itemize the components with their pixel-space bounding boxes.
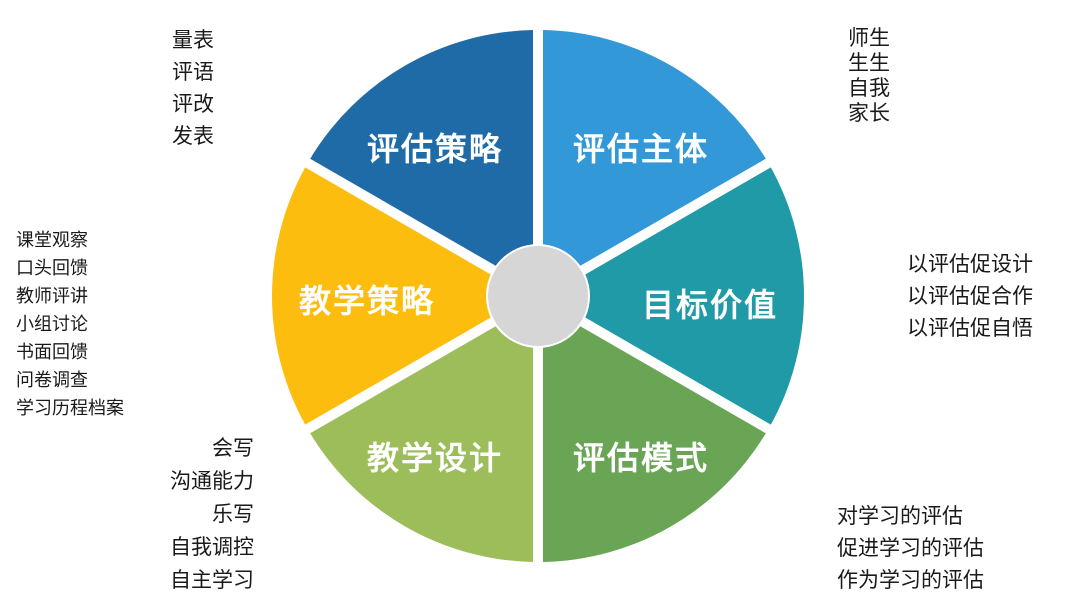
segment-label-evaluation-subject: 评估主体 xyxy=(573,130,709,168)
list-item: 教师评讲 xyxy=(16,286,88,307)
segment-label-evaluation-mode: 评估模式 xyxy=(573,439,709,477)
list-item: 家长 xyxy=(848,101,890,125)
list-item: 以评估促设计 xyxy=(907,252,1033,276)
list-item: 会写 xyxy=(212,436,254,460)
list-item: 对学习的评估 xyxy=(837,504,963,528)
list-item: 小组讨论 xyxy=(16,314,88,335)
segment-evaluation-subject xyxy=(542,30,766,266)
wheel-center-circle xyxy=(488,246,588,346)
list-item: 学习历程档案 xyxy=(16,398,124,419)
list-item: 口头回馈 xyxy=(16,258,88,279)
list-item: 作为学习的评估 xyxy=(837,568,984,592)
segment-teaching-strategy xyxy=(272,167,491,425)
teaching-design-list: 会写 沟通能力 乐写 自我调控 自主学习 xyxy=(170,432,254,597)
segment-goal-value xyxy=(585,167,804,425)
list-item: 以评估促合作 xyxy=(907,284,1033,308)
list-item: 促进学习的评估 xyxy=(837,536,984,560)
segment-teaching-design xyxy=(310,326,534,562)
list-item: 师生 xyxy=(848,26,890,50)
evaluation-subject-list: 师生 生生 自我 家长 xyxy=(848,26,890,126)
list-item: 书面回馈 xyxy=(16,342,88,363)
segment-evaluation-mode xyxy=(542,326,766,562)
list-item: 评语 xyxy=(172,60,214,84)
segment-label-teaching-design: 教学设计 xyxy=(367,439,503,477)
list-item: 沟通能力 xyxy=(170,469,254,493)
list-item: 自我调控 xyxy=(170,535,254,559)
goal-value-list: 以评估促设计 以评估促合作 以评估促自悟 xyxy=(907,248,1033,344)
list-item: 自主学习 xyxy=(170,568,254,592)
list-item: 课堂观察 xyxy=(16,230,88,251)
segment-label-teaching-strategy: 教学策略 xyxy=(299,282,435,320)
segment-label-goal-value: 目标价值 xyxy=(642,286,778,324)
list-item: 问卷调查 xyxy=(16,370,88,391)
evaluation-strategy-list: 量表 评语 评改 发表 xyxy=(172,24,214,152)
segment-label-evaluation-strategy: 评估策略 xyxy=(367,130,503,168)
list-item: 生生 xyxy=(848,51,890,75)
list-item: 自我 xyxy=(848,76,890,100)
list-item: 评改 xyxy=(172,92,214,116)
list-item: 发表 xyxy=(172,124,214,148)
list-item: 以评估促自悟 xyxy=(907,316,1033,340)
list-item: 量表 xyxy=(172,28,214,52)
evaluation-mode-list: 对学习的评估 促进学习的评估 作为学习的评估 xyxy=(837,500,984,596)
teaching-strategy-list: 课堂观察 口头回馈 教师评讲 小组讨论 书面回馈 问卷调查 学习历程档案 xyxy=(16,227,124,423)
list-item: 乐写 xyxy=(212,502,254,526)
segment-evaluation-strategy xyxy=(310,30,534,266)
